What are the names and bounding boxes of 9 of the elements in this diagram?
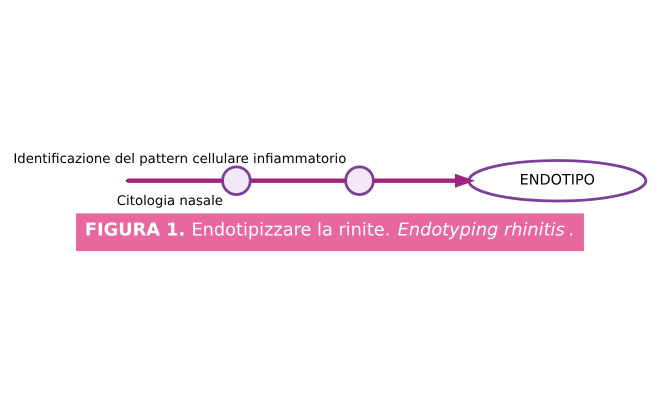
- node-label: Citologia nasale: [116, 194, 223, 210]
- node-ellipse: ENDOTIPO: [467, 159, 648, 202]
- caption: FIGURA 1. Endotipizzare la rinite. Endotyping rhinitis.: [84, 220, 574, 240]
- node-circle: [221, 165, 252, 196]
- connector: [250, 178, 346, 183]
- node-label: Identificazione del pattern cellulare infiammatorio: [13, 152, 346, 168]
- connector: [127, 178, 222, 183]
- arrow: [373, 174, 475, 188]
- node-circle: [344, 165, 375, 196]
